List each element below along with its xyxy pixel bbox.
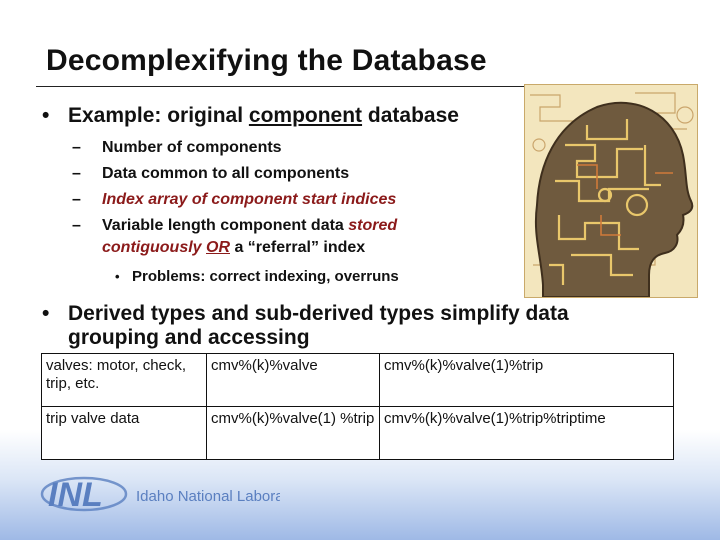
sub-item-number: – Number of components: [72, 137, 282, 159]
sub-item-label: Data common to all components: [102, 165, 350, 182]
dash-glyph: –: [72, 139, 81, 156]
sub-item-label-red: stored: [348, 217, 398, 234]
sub-item-label: a “referral” index: [230, 239, 366, 256]
sub-item-index-array: – Index array of component start indices: [72, 189, 397, 211]
sub-item-label-red: contiguously: [102, 239, 206, 256]
table-cell: cmv%(k)%valve: [206, 353, 380, 407]
bullet-derived-line1: Derived types and sub-derived types simp…: [68, 302, 569, 325]
table-row: trip valve data cmv%(k)%valve(1) %trip c…: [41, 406, 674, 460]
dash-glyph: –: [72, 165, 81, 182]
inl-logo: INL Idaho National Laboratory: [40, 474, 309, 514]
sub-item-label: Variable length component data: [102, 217, 349, 234]
bullet-glyph: •: [42, 104, 50, 127]
table-cell: cmv%(k)%valve(1)%trip%triptime: [379, 406, 674, 460]
table-cell: valves: motor, check, trip, etc.: [41, 353, 207, 407]
derived-types-table: valves: motor, check, trip, etc. cmv%(k)…: [41, 353, 674, 460]
bullet-example-underlined: component: [248, 104, 363, 127]
bullet-glyph: •: [115, 269, 120, 284]
dash-glyph: –: [72, 217, 81, 234]
dash-glyph: –: [72, 191, 81, 208]
table-cell: trip valve data: [41, 406, 207, 460]
sub-item-common-data: – Data common to all components: [72, 163, 350, 185]
sub-sub-item-label: Problems: correct indexing, overruns: [132, 268, 399, 285]
maze-head-illustration: [525, 85, 697, 297]
bullet-example: • Example: original component database: [42, 104, 459, 128]
bullet-derived-line2: grouping and accessing: [68, 326, 310, 349]
bullet-example-suffix: database: [362, 104, 459, 127]
logo-mark-text: INL: [48, 476, 103, 514]
sub-item-label-or: OR: [206, 239, 230, 256]
bullet-example-prefix: Example: original: [68, 104, 249, 127]
table-cell: cmv%(k)%valve(1) %trip: [206, 406, 380, 460]
page-title: Decomplexifying the Database: [46, 44, 487, 77]
sub-item-label: Index array of component start indices: [102, 191, 397, 208]
logo-name-text: Idaho National Laboratory: [136, 488, 280, 505]
table-cell: cmv%(k)%valve(1)%trip: [379, 353, 674, 407]
sub-sub-item-problems: • Problems: correct indexing, overruns: [115, 266, 399, 288]
bullet-glyph: •: [42, 302, 50, 325]
table-row: valves: motor, check, trip, etc. cmv%(k)…: [41, 353, 674, 407]
inl-logo-mark: INL Idaho National Laboratory: [40, 476, 309, 514]
maze-head-image: [524, 84, 698, 298]
bullet-derived-types: • Derived types and sub-derived types si…: [42, 302, 569, 350]
sub-item-variable-length: – Variable length component data stored …: [72, 215, 398, 259]
sub-item-label: Number of components: [102, 139, 282, 156]
title-divider: [36, 86, 684, 87]
